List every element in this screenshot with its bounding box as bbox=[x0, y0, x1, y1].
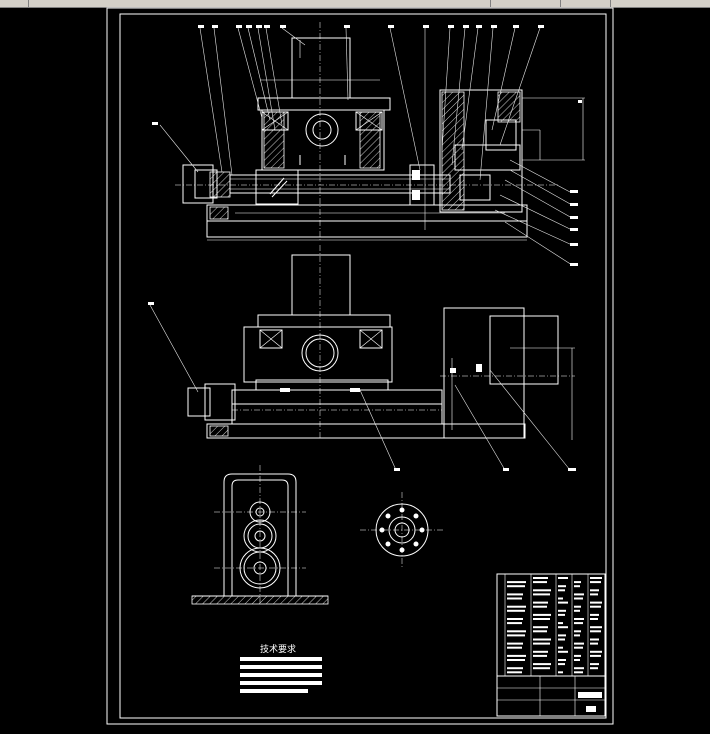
parts-list-cell bbox=[590, 605, 601, 608]
parts-list-cell bbox=[590, 630, 601, 633]
parts-list-cell bbox=[574, 581, 581, 584]
parts-list-cell bbox=[507, 667, 523, 670]
parts-list-cell bbox=[533, 618, 550, 620]
parts-list-cell bbox=[574, 646, 583, 649]
parts-list-cell bbox=[558, 622, 563, 625]
parts-list-cell bbox=[574, 671, 583, 674]
parts-list-cell bbox=[574, 609, 580, 612]
front-elevation-view bbox=[148, 245, 576, 471]
parts-list-cell bbox=[507, 593, 523, 596]
parts-list-cell bbox=[590, 581, 601, 584]
parts-list-cell bbox=[507, 671, 522, 674]
parts-list-cell bbox=[533, 663, 551, 666]
side-gear-view bbox=[191, 465, 329, 605]
parts-list-cell bbox=[574, 593, 584, 596]
parts-list-cell bbox=[558, 650, 568, 653]
parts-list-cell bbox=[507, 585, 525, 588]
parts-list-cell bbox=[590, 601, 602, 604]
parts-list-table bbox=[496, 573, 606, 717]
parts-list-cell bbox=[590, 642, 598, 645]
parts-list-cell bbox=[507, 659, 525, 661]
parts-list-cell bbox=[507, 642, 523, 645]
parts-list-cell bbox=[590, 667, 598, 670]
parts-list-cell bbox=[558, 597, 563, 600]
technical-requirements: 技术要求 bbox=[240, 643, 322, 693]
parts-list-cell bbox=[533, 642, 550, 645]
parts-list-cell bbox=[574, 585, 580, 588]
parts-list-cell bbox=[558, 663, 565, 666]
parts-list-cell bbox=[507, 630, 526, 633]
top-section-view bbox=[152, 22, 585, 266]
parts-list-cell bbox=[590, 654, 601, 657]
parts-list-cell bbox=[574, 642, 584, 645]
parts-list-cell bbox=[533, 638, 551, 641]
parts-list-cell bbox=[533, 613, 551, 616]
parts-list-cell bbox=[533, 581, 547, 584]
parts-list-cell bbox=[590, 638, 599, 641]
parts-list-cell bbox=[533, 667, 550, 670]
parts-list-cell bbox=[574, 654, 581, 657]
parts-list-cell bbox=[558, 638, 565, 641]
parts-list-cell bbox=[590, 618, 598, 620]
parts-list-cell bbox=[574, 659, 580, 661]
parts-list-cell bbox=[507, 597, 522, 600]
parts-list-cell bbox=[558, 577, 568, 579]
parts-list-cell bbox=[574, 622, 583, 625]
flange-detail-view bbox=[360, 492, 445, 568]
parts-list-cell bbox=[507, 581, 526, 584]
parts-list-cell bbox=[590, 663, 599, 666]
parts-list-cell bbox=[574, 634, 580, 637]
parts-list-cell bbox=[533, 577, 548, 579]
parts-list-cell bbox=[558, 613, 565, 616]
parts-list-cell bbox=[533, 589, 551, 592]
parts-list-rows bbox=[507, 577, 602, 674]
parts-list-cell bbox=[558, 626, 568, 629]
parts-list-cell bbox=[533, 650, 548, 653]
parts-list-cell bbox=[574, 597, 583, 600]
parts-list-cell bbox=[558, 659, 566, 661]
requirements-title: 技术要求 bbox=[260, 643, 296, 655]
outer-frame bbox=[106, 7, 614, 725]
parts-list-cell bbox=[507, 618, 523, 620]
parts-list-cell bbox=[558, 585, 566, 588]
inner-frame bbox=[119, 13, 607, 719]
parts-list-cell bbox=[558, 601, 568, 604]
parts-list-cell bbox=[533, 601, 548, 604]
parts-list-cell bbox=[558, 634, 566, 637]
parts-list-cell bbox=[590, 593, 598, 596]
parts-list-cell bbox=[558, 646, 563, 649]
parts-list-cell bbox=[533, 630, 547, 633]
parts-list-cell bbox=[507, 654, 526, 657]
parts-list-cell bbox=[574, 618, 584, 620]
parts-list-cell bbox=[590, 650, 602, 653]
parts-list-cell bbox=[574, 667, 584, 670]
parts-list-cell bbox=[574, 605, 581, 608]
parts-list-cell bbox=[533, 605, 547, 608]
parts-list-cell bbox=[507, 646, 522, 649]
parts-list-cell bbox=[590, 613, 599, 616]
parts-list-cell bbox=[507, 634, 525, 637]
parts-list-cell bbox=[533, 654, 547, 657]
parts-list-cell bbox=[558, 589, 565, 592]
parts-list-cell bbox=[507, 609, 525, 612]
parts-list-cell bbox=[507, 605, 526, 608]
parts-list-cell bbox=[507, 622, 522, 625]
parts-list-cell bbox=[533, 593, 550, 596]
parts-list-cell bbox=[590, 577, 602, 579]
parts-list-cell bbox=[574, 630, 581, 633]
parts-list-cell bbox=[533, 626, 548, 629]
parts-list-cell bbox=[590, 589, 599, 592]
parts-list-cell bbox=[590, 626, 602, 629]
parts-list-cell bbox=[558, 609, 566, 612]
parts-list-cell bbox=[558, 671, 563, 674]
